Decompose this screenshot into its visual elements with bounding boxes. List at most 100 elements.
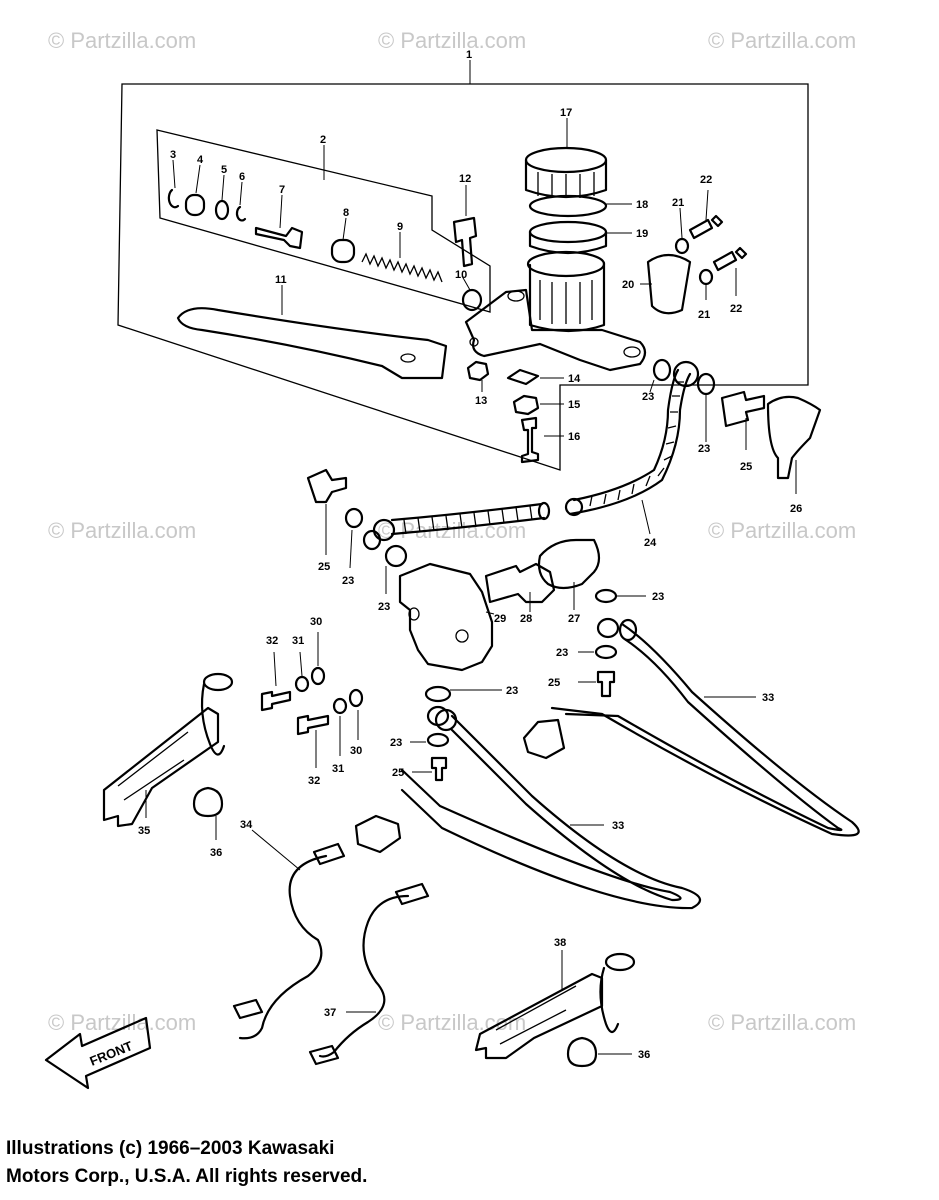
callout-18: 18	[636, 199, 648, 211]
grommet	[566, 1036, 598, 1068]
joint-mount-hole	[455, 629, 469, 643]
pipe-fitting	[308, 1044, 340, 1066]
diaphragm-plate-top	[528, 220, 608, 244]
callout-12: 12	[459, 173, 471, 185]
brake-pipe-right	[318, 894, 410, 1058]
callout-19: 19	[636, 228, 648, 240]
callout-3: 3	[170, 149, 176, 161]
leader-line	[273, 651, 277, 687]
banjo-bolt	[596, 670, 616, 698]
washer	[674, 237, 690, 255]
callout-31: 31	[332, 763, 344, 775]
clamp-bolt	[688, 214, 724, 240]
callout-14: 14	[568, 373, 581, 385]
callout-4: 4	[197, 154, 204, 166]
copyright-line-1: Illustrations (c) 1966–2003 Kawasaki	[6, 1138, 335, 1159]
lower-brake-hose-left	[354, 708, 702, 910]
callout-24: 24	[644, 537, 657, 549]
leader-line	[641, 499, 651, 535]
joint-bolt	[296, 714, 330, 736]
washer	[348, 688, 364, 708]
copper-washer	[344, 507, 364, 529]
callout-30: 30	[310, 616, 322, 628]
callout-23: 23	[652, 591, 664, 603]
callout-37: 37	[324, 1007, 336, 1019]
brake-light-switch	[484, 562, 556, 604]
callout-22: 22	[730, 303, 742, 315]
pipe-fitting	[394, 882, 430, 906]
callout-23: 23	[506, 685, 518, 697]
callout-7: 7	[279, 184, 285, 196]
mounting-bolt	[520, 416, 540, 464]
leader-line	[649, 379, 655, 393]
callout-30: 30	[350, 745, 362, 757]
joint-bolt	[260, 690, 292, 712]
callout-17: 17	[560, 107, 572, 119]
brake-hose-joint	[398, 562, 494, 672]
washer	[310, 666, 326, 686]
callout-28: 28	[520, 613, 532, 625]
bracket-detail	[495, 985, 577, 1045]
pipe-fitting	[312, 842, 346, 866]
bracket-detail	[117, 731, 189, 801]
banjo-bolt	[720, 390, 766, 428]
lock-washer	[506, 368, 540, 386]
callout-11: 11	[275, 274, 287, 286]
callout-35: 35	[138, 825, 150, 837]
callout-6: 6	[239, 171, 245, 183]
callout-8: 8	[343, 207, 349, 219]
hose-bracket-right	[474, 972, 604, 1060]
watermark-text: © Partzilla.com	[48, 1010, 196, 1035]
parts-diagram: © Partzilla.com © Partzilla.com © Partzi…	[44, 28, 860, 1090]
diaphragm	[528, 194, 608, 218]
leader-line	[679, 207, 683, 239]
copper-washer	[362, 529, 382, 551]
callout-5: 5	[221, 164, 227, 176]
leader-line	[299, 651, 303, 677]
callout-labels: 1 2 3 4 5 6 7 8 9 10 11 12 13 14 15 16 1…	[138, 49, 802, 1061]
copyright-notice: Illustrations (c) 1966–2003 Kawasaki Mot…	[6, 1135, 367, 1191]
callout-25: 25	[740, 461, 752, 473]
callout-16: 16	[568, 431, 580, 443]
callout-38: 38	[554, 937, 566, 949]
callout-34: 34	[240, 819, 253, 831]
callout-36: 36	[638, 1049, 650, 1061]
bleeder-cap	[766, 395, 822, 480]
lower-brake-hose-right	[522, 618, 860, 837]
copper-washer	[594, 588, 618, 604]
upper-brake-hose	[564, 358, 716, 517]
piston-kit-outline	[156, 129, 491, 313]
callout-33: 33	[612, 820, 624, 832]
callout-36: 36	[210, 847, 222, 859]
master-cylinder-assembly-outline	[117, 83, 809, 471]
watermarks: © Partzilla.com © Partzilla.com © Partzi…	[48, 28, 856, 1035]
callout-25: 25	[392, 767, 404, 779]
callout-23: 23	[378, 601, 390, 613]
lever-nut	[466, 360, 490, 382]
banjo-bolt	[430, 756, 448, 782]
callout-10: 10	[455, 269, 467, 281]
callout-23: 23	[390, 737, 402, 749]
lever-pivot-hole	[400, 353, 416, 363]
callout-32: 32	[266, 635, 278, 647]
callout-15: 15	[568, 399, 580, 411]
banjo-bolt	[306, 468, 348, 504]
callout-27: 27	[568, 613, 580, 625]
callout-32: 32	[308, 775, 320, 787]
watermark-text: © Partzilla.com	[708, 1010, 856, 1035]
callout-2: 2	[320, 134, 326, 146]
callout-25: 25	[318, 561, 330, 573]
reservoir-body	[464, 250, 647, 372]
callout-23: 23	[642, 391, 654, 403]
hex-nut	[512, 394, 540, 416]
brake-lever	[176, 307, 448, 380]
copper-washer	[426, 732, 450, 748]
watermark-text: © Partzilla.com	[378, 1010, 526, 1035]
leader-line	[705, 189, 709, 221]
reservoir-cap	[524, 146, 608, 199]
lever-pivot-bolt	[452, 216, 478, 268]
callout-25: 25	[548, 677, 560, 689]
joint-mount-hole	[408, 607, 420, 621]
callout-23: 23	[342, 575, 354, 587]
watermark-text: © Partzilla.com	[48, 518, 196, 543]
